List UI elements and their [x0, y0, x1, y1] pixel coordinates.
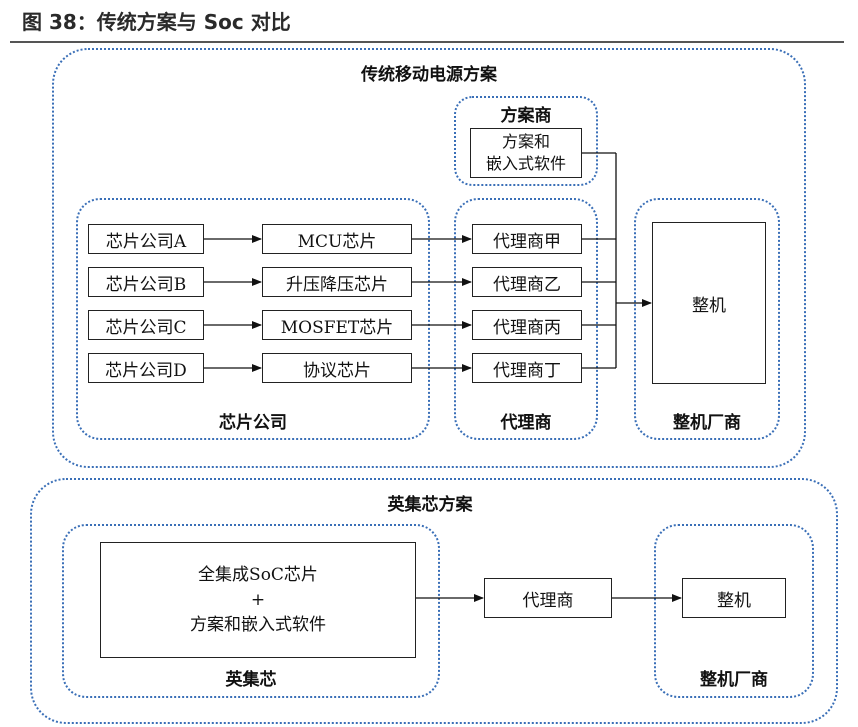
- chip-buck-boost: 升压降压芯片: [262, 267, 412, 297]
- chip-companies-group: [76, 198, 430, 440]
- agent-ding: 代理商丁: [472, 353, 582, 383]
- chip-mosfet: MOSFET芯片: [262, 310, 412, 340]
- soc-group: [62, 524, 440, 698]
- solution-software-line1: 方案和: [501, 132, 550, 151]
- oem-title-yingjixin: 整机厂商: [700, 670, 768, 690]
- chip-company-a: 芯片公司A: [88, 224, 204, 254]
- figure-title: 图 38：传统方案与 Soc 对比: [22, 10, 291, 34]
- solution-software-line2: 嵌入式软件: [485, 154, 566, 173]
- chip-mcu: MCU芯片: [262, 224, 412, 254]
- chip-company-d: 芯片公司D: [88, 353, 204, 383]
- soc-box: 全集成SoC芯片 + 方案和嵌入式软件: [100, 542, 416, 658]
- solution-software-box: 方案和 嵌入式软件: [470, 128, 582, 178]
- soc-line2: +: [250, 589, 266, 610]
- oem-group-yingjixin: [654, 524, 814, 698]
- oem-group-traditional: [634, 198, 780, 440]
- oem-title-traditional: 整机厂商: [673, 413, 741, 433]
- yingjixin-scheme-region: [30, 478, 838, 724]
- chip-companies-title: 芯片公司: [219, 413, 287, 433]
- chip-company-b: 芯片公司B: [88, 267, 204, 297]
- chip-protocol: 协议芯片: [262, 353, 412, 383]
- yingjixin-scheme-title: 英集芯方案: [387, 495, 473, 515]
- agent-jia: 代理商甲: [472, 224, 582, 254]
- chip-company-c: 芯片公司C: [88, 310, 204, 340]
- traditional-scheme-title: 传统移动电源方案: [361, 65, 497, 85]
- agents-title: 代理商: [500, 413, 552, 433]
- solution-vendor-group: [454, 96, 598, 186]
- oem-device-traditional: 整机: [652, 222, 766, 384]
- solution-vendor-title: 方案商: [500, 106, 552, 126]
- agent-yi: 代理商乙: [472, 267, 582, 297]
- soc-line1: 全集成SoC芯片: [198, 564, 318, 585]
- title-rule: [10, 41, 844, 43]
- traditional-scheme-region: [52, 48, 806, 468]
- soc-group-title: 英集芯: [225, 670, 277, 690]
- oem-device-yingjixin: 整机: [682, 578, 786, 618]
- yingjixin-agent: 代理商: [484, 578, 612, 618]
- soc-line3: 方案和嵌入式软件: [190, 614, 326, 635]
- agent-bing: 代理商丙: [472, 310, 582, 340]
- agents-group: [454, 198, 598, 440]
